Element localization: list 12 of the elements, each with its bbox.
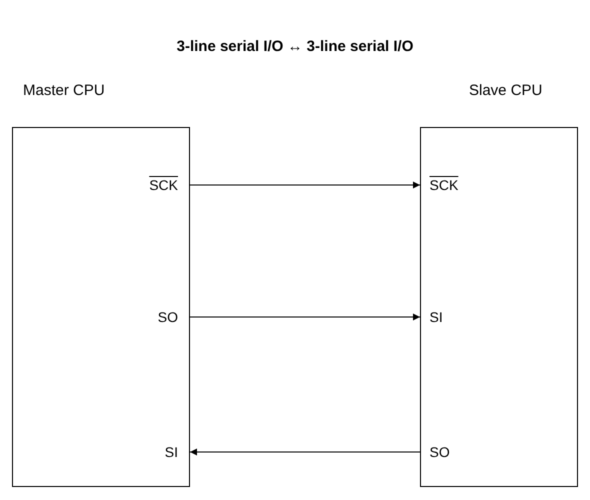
pin-label: SI [430,308,443,326]
signal-arrow [190,448,420,456]
pin-label: SCK [149,176,178,194]
cpu-label: Slave CPU [469,82,542,99]
pin-label: SCK [430,176,458,194]
signal-arrow [190,182,420,188]
pin-label: SO [158,308,178,326]
signal-arrow [190,314,420,320]
cpu-label: Master CPU [23,82,105,99]
pin-label: SI [164,442,178,462]
pin-label: SO [430,442,450,462]
diagram-title: 3-line serial I/O ↔ 3-line serial I/O [176,38,414,55]
